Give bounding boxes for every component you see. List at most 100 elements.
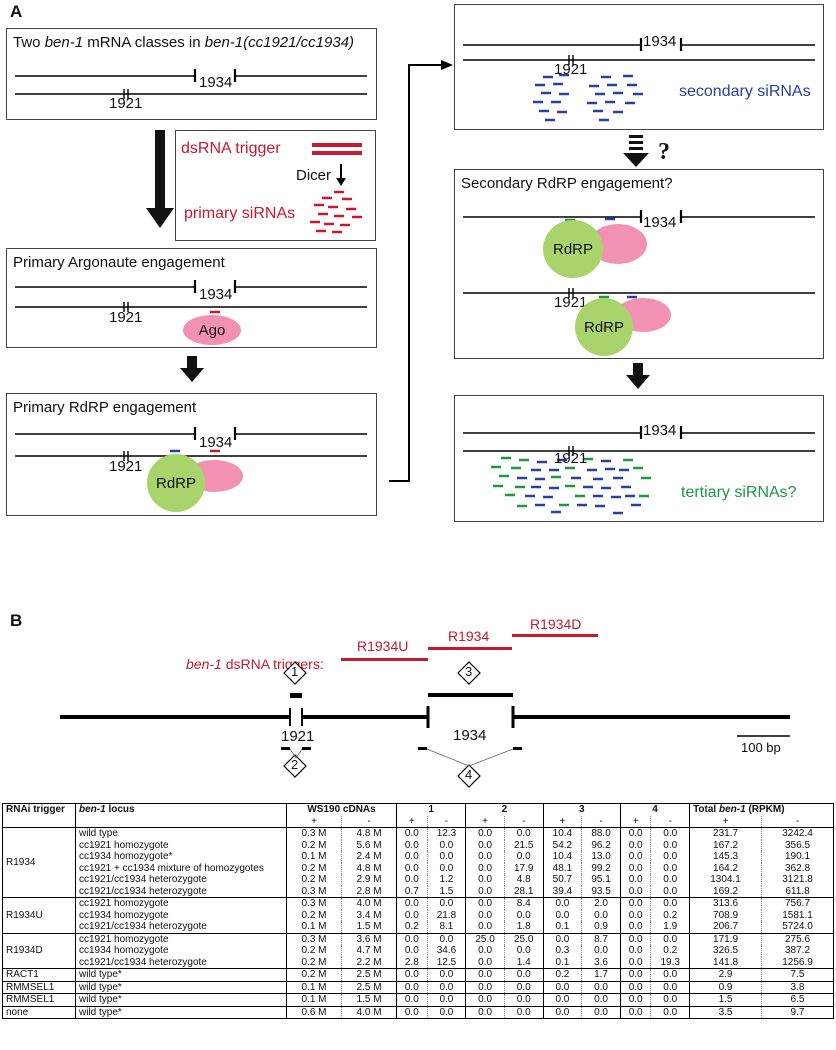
value-cell: 4.8 xyxy=(503,874,544,886)
value-cell: 48.1 xyxy=(542,862,582,874)
value-cell: 0.0 xyxy=(542,897,582,910)
value-cell: 0.0 xyxy=(650,933,690,945)
value-cell: 95.1 xyxy=(581,874,621,886)
value-cell: 164.2 xyxy=(689,862,762,874)
allele-1921-label: 1921 xyxy=(554,294,588,311)
rdrp-blob-bottom: RdRP xyxy=(575,298,633,356)
value-cell: 0.0 xyxy=(503,993,544,1006)
plus-label: + xyxy=(689,815,762,828)
value-cell: 0.1 M xyxy=(285,921,342,933)
value-cell: 0.1 M xyxy=(285,851,342,863)
dashed-down-arrow-icon xyxy=(623,135,649,167)
value-cell: 190.1 xyxy=(761,851,834,863)
argonaute-mrna-lines xyxy=(15,280,367,314)
table-header: RNAi trigger ben-1 locus WS190 cDNAs 1 2… xyxy=(2,803,834,828)
value-cell: 0.2 M xyxy=(285,968,342,981)
value-cell: 2.5 M xyxy=(341,981,397,994)
value-cell: 0.0 xyxy=(426,968,466,981)
rnai-table: RNAi trigger ben-1 locus WS190 cDNAs 1 2… xyxy=(2,803,834,1019)
value-cell: 2.5 M xyxy=(341,968,397,981)
allele-1921-label: 1921 xyxy=(554,450,588,467)
locus-cell: cc1921/cc1934 heterozygote xyxy=(75,874,287,886)
value-cell: 611.8 xyxy=(761,885,834,898)
value-cell: 2.8 M xyxy=(341,885,397,898)
value-cell: 0.0 xyxy=(581,1006,621,1019)
allele-1921-label: 1921 xyxy=(281,728,315,745)
value-cell: 25.0 xyxy=(503,933,544,945)
trigger-cell: R1934 xyxy=(2,827,76,898)
value-cell: 0.0 xyxy=(503,981,544,994)
value-cell: 0.1 xyxy=(542,921,582,933)
value-cell: 0.3 xyxy=(542,945,582,957)
value-cell: 0.0 xyxy=(542,909,582,921)
mrna-lines xyxy=(15,69,367,99)
value-cell: 0.1 xyxy=(542,956,582,969)
value-cell: 8.7 xyxy=(581,933,621,945)
rdrp-blob: RdRP xyxy=(147,454,205,512)
value-cell: 206.7 xyxy=(689,921,762,933)
value-cell: 54.2 xyxy=(542,839,582,851)
value-cell: 4.8 M xyxy=(341,862,397,874)
value-cell: 0.0 xyxy=(619,1006,651,1019)
scale-bar-label: 100 bp xyxy=(741,740,781,755)
locus-cell: cc1921 + cc1934 mixture of homozygotes xyxy=(75,862,287,874)
value-cell: 0.0 xyxy=(503,1006,544,1019)
dsrna-trigger-label: dsRNA trigger xyxy=(181,140,281,157)
value-cell: 21.8 xyxy=(426,909,466,921)
value-cell: 96.2 xyxy=(581,839,621,851)
secondary-rdrp-lines xyxy=(463,210,815,299)
value-cell: 0.0 xyxy=(503,851,544,863)
value-cell: 0.0 xyxy=(650,827,690,840)
panel-a-letter: A xyxy=(10,2,23,21)
value-cell: 0.6 M xyxy=(285,1006,342,1019)
dsrna-trigger-box: dsRNA trigger Dicer primary siRNAs xyxy=(175,130,376,241)
value-cell: 8.4 xyxy=(503,897,544,910)
trigger-cell: RMMSEL1 xyxy=(2,981,76,994)
value-cell: 0.0 xyxy=(581,909,621,921)
value-cell: 231.7 xyxy=(689,827,762,840)
secondary-mrna-lines xyxy=(463,38,815,122)
allele-1934-label: 1934 xyxy=(199,286,233,303)
value-cell: 28.1 xyxy=(503,885,544,898)
value-cell: 0.0 xyxy=(465,993,505,1006)
allele-1934-label: 1934 xyxy=(453,727,487,744)
locus-cell: cc1921/cc1934 heterozygote xyxy=(75,885,287,898)
dicer-label: Dicer xyxy=(296,167,332,184)
plus-label: + xyxy=(465,815,505,828)
value-cell: 2.2 M xyxy=(341,956,397,969)
value-cell: 275.6 xyxy=(761,933,834,945)
value-cell: 0.0 xyxy=(465,945,505,957)
argonaute-blob: Ago xyxy=(183,315,241,345)
value-cell: 1.7 xyxy=(581,968,621,981)
value-cell: 0.2 M xyxy=(285,839,342,851)
locus-cell: cc1921 homozygote xyxy=(75,839,287,851)
value-cell: 3.8 xyxy=(761,981,834,994)
value-cell: 21.5 xyxy=(503,839,544,851)
locus-cell: wild type* xyxy=(75,968,287,981)
value-cell: 0.3 M xyxy=(285,827,342,840)
locus-cell: cc1921/cc1934 heterozygote xyxy=(75,921,287,933)
value-cell: 99.2 xyxy=(581,862,621,874)
locus-cell: wild type xyxy=(75,827,287,840)
allele-1921-label: 1921 xyxy=(109,458,143,475)
value-cell: 0.7 xyxy=(396,885,428,898)
value-cell: 171.9 xyxy=(689,933,762,945)
value-cell: 0.0 xyxy=(465,874,505,886)
value-cell: 1.5 xyxy=(426,885,466,898)
value-cell: 0.0 xyxy=(619,839,651,851)
header-col-1: 1 xyxy=(396,803,466,816)
allele-1921-label: 1921 xyxy=(109,95,143,112)
value-cell: 0.0 xyxy=(619,933,651,945)
allele-1934-label: 1934 xyxy=(643,422,677,439)
value-cell: 0.3 M xyxy=(285,885,342,898)
value-cell: 0.0 xyxy=(581,981,621,994)
value-cell: 0.0 xyxy=(465,921,505,933)
primary-argonaute-title: Primary Argonaute engagement xyxy=(13,254,225,271)
primary-argonaute-box: Primary Argonaute engagement 1934 1921 A… xyxy=(6,248,377,348)
down-arrow-icon xyxy=(626,363,650,389)
